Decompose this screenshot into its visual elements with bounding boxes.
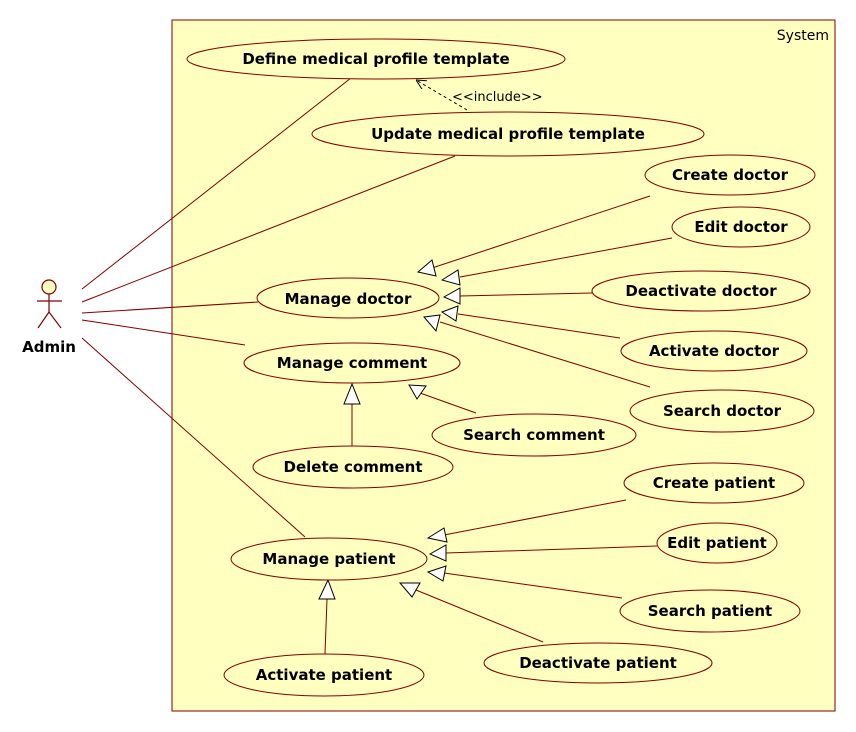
uc-deactivate-patient[interactable] [483, 642, 713, 684]
uc-create-doctor-label: Create doctor [672, 166, 789, 184]
admin-label: Admin [22, 338, 76, 356]
uc-define-label: Define medical profile template [242, 50, 509, 68]
generalizations-patient [324, 499, 658, 655]
uc-edit-patient-label: Edit patient [667, 534, 767, 552]
generalization-heads-patient [318, 527, 448, 600]
uc-delete-comment-label: Delete comment [284, 458, 423, 476]
generalizations-doctor [431, 195, 673, 388]
uc-search-patient[interactable] [619, 589, 801, 633]
generalizations-comment [351, 392, 477, 446]
include-dependency [416, 80, 468, 111]
uc-update-medical-profile-template[interactable] [311, 111, 705, 157]
uc-edit-doctor[interactable] [671, 206, 811, 248]
generalization-heads-doctor [416, 259, 461, 333]
uc-edit-doctor-label: Edit doctor [694, 218, 788, 236]
uc-define-medical-profile-template[interactable] [186, 38, 566, 80]
admin-actor[interactable] [37, 279, 62, 329]
associations [81, 77, 456, 538]
uc-search-doctor[interactable] [629, 389, 815, 433]
uc-deactivate-doctor-label: Deactivate doctor [625, 282, 777, 300]
uc-activate-patient-label: Activate patient [256, 666, 392, 684]
uc-create-doctor[interactable] [644, 154, 816, 196]
uc-search-comment-label: Search comment [463, 426, 605, 444]
uc-manage-patient-label: Manage patient [262, 550, 395, 568]
uc-search-doctor-label: Search doctor [663, 402, 782, 420]
uc-search-comment[interactable] [431, 413, 637, 457]
uc-deactivate-doctor[interactable] [591, 270, 811, 312]
system-label: System [777, 28, 829, 44]
uc-deactivate-patient-label: Deactivate patient [519, 654, 677, 672]
uc-edit-patient[interactable] [656, 522, 778, 564]
generalization-heads-comment [343, 382, 427, 405]
uc-create-patient[interactable] [623, 462, 805, 504]
uc-activate-doctor-label: Activate doctor [649, 342, 780, 360]
uc-manage-comment[interactable] [243, 342, 461, 384]
uc-create-patient-label: Create patient [653, 474, 775, 492]
uc-activate-doctor[interactable] [620, 330, 808, 372]
uc-manage-comment-label: Manage comment [277, 354, 427, 372]
uc-search-patient-label: Search patient [648, 602, 772, 620]
include-label: <<include>> [452, 90, 543, 105]
uc-manage-doctor-label: Manage doctor [285, 290, 412, 308]
uc-manage-patient[interactable] [230, 537, 428, 581]
uc-manage-doctor[interactable] [256, 277, 440, 319]
uc-delete-comment[interactable] [252, 445, 454, 489]
uc-activate-patient[interactable] [223, 653, 425, 697]
uc-update-label: Update medical profile template [371, 125, 645, 143]
